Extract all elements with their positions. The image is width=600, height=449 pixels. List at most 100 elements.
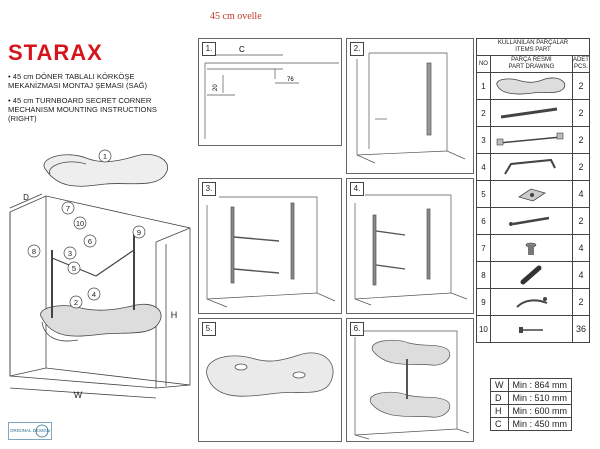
step1-dim-76: 76 bbox=[287, 77, 294, 83]
row-no: 3 bbox=[476, 126, 491, 154]
step-3-label: 3. bbox=[202, 182, 216, 196]
table-row: 8 4 bbox=[476, 261, 591, 289]
step1-dim-c: C bbox=[239, 45, 245, 54]
parts-table-title: KULLANILAN PARÇALAR ITEMS PART bbox=[476, 38, 590, 56]
table-row: 10 36 bbox=[476, 315, 591, 343]
row-no: 4 bbox=[476, 153, 491, 181]
row-qty: 4 bbox=[571, 234, 591, 262]
table-row: 2 2 bbox=[476, 99, 591, 127]
table-row: 3 2 bbox=[476, 126, 591, 154]
row-no: 6 bbox=[476, 207, 491, 235]
dim-key: W bbox=[490, 378, 509, 392]
clip-icon bbox=[489, 288, 573, 316]
step-4-label: 4. bbox=[350, 182, 364, 196]
row-no: 7 bbox=[476, 234, 491, 262]
dim-value: Min : 864 mm bbox=[507, 378, 573, 392]
step-6-panel: 6. bbox=[346, 318, 474, 442]
bushing-icon bbox=[489, 234, 573, 262]
col-qty-tr: ADET bbox=[572, 57, 589, 63]
dim-key: H bbox=[490, 404, 509, 418]
dim-key: C bbox=[490, 417, 509, 431]
callout-2: 2 bbox=[74, 298, 78, 307]
row-qty: 36 bbox=[571, 315, 591, 343]
table-row: 5 4 bbox=[476, 180, 591, 208]
top-note: 45 cm ovelle bbox=[210, 11, 262, 22]
main-assembly-drawing: 1 7 10 9 8 6 3 5 4 2 D W H bbox=[6, 140, 202, 405]
row-no: 1 bbox=[476, 72, 491, 100]
step-1-panel: 1. C 20 76 bbox=[198, 38, 342, 146]
row-qty: 2 bbox=[571, 126, 591, 154]
table-row: 1 2 bbox=[476, 72, 591, 100]
step-5-label: 5. bbox=[202, 322, 216, 336]
col-qty: ADET PCS. bbox=[571, 55, 591, 73]
table-row: 6 2 bbox=[476, 207, 591, 235]
slide-icon bbox=[489, 126, 573, 154]
callout-10: 10 bbox=[76, 219, 84, 228]
callout-3: 3 bbox=[68, 249, 72, 258]
table-row: 9 2 bbox=[476, 288, 591, 316]
step1-dim-20: 20 bbox=[213, 84, 219, 91]
brand-name: STARA bbox=[8, 40, 88, 65]
callout-8: 8 bbox=[32, 247, 36, 256]
bracket-icon bbox=[489, 180, 573, 208]
callout-5: 5 bbox=[72, 264, 76, 273]
table-row: 7 4 bbox=[476, 234, 591, 262]
dim-label-d: D bbox=[23, 193, 29, 202]
brand-logo: STARAX bbox=[8, 40, 103, 66]
step-4-panel: 4. bbox=[346, 178, 474, 314]
row-qty: 2 bbox=[571, 72, 591, 100]
row-qty: 4 bbox=[571, 180, 591, 208]
row-qty: 2 bbox=[571, 99, 591, 127]
rail-icon bbox=[489, 99, 573, 127]
parts-title-en: ITEMS PART bbox=[515, 47, 551, 53]
brand-mark: X bbox=[87, 40, 103, 65]
col-drawing-tr: PARÇA RESMİ bbox=[511, 57, 552, 63]
certification-label: ORIGINAL DESIGN bbox=[10, 428, 50, 433]
row-no: 10 bbox=[476, 315, 491, 343]
row-no: 2 bbox=[476, 99, 491, 127]
piston-icon bbox=[489, 207, 573, 235]
col-qty-en: PCS. bbox=[573, 64, 588, 70]
col-no: NO bbox=[476, 55, 491, 73]
callout-6: 6 bbox=[88, 237, 92, 246]
certification-badge: ORIGINAL DESIGN bbox=[8, 422, 52, 440]
row-no: 8 bbox=[476, 261, 491, 289]
step-2-label: 2. bbox=[350, 42, 364, 56]
col-drawing-en: PART DRAWING bbox=[508, 64, 555, 70]
screw-icon bbox=[489, 315, 573, 343]
dim-value: Min : 450 mm bbox=[507, 417, 573, 431]
step-1-label: 1. bbox=[202, 42, 216, 56]
dim-key: D bbox=[490, 391, 509, 405]
parts-table: KULLANILAN PARÇALAR ITEMS PART NO PARÇA … bbox=[476, 38, 591, 343]
dim-value: Min : 600 mm bbox=[507, 404, 573, 418]
parts-title-tr: KULLANILAN PARÇALAR bbox=[497, 40, 569, 46]
callout-1: 1 bbox=[103, 152, 107, 161]
callout-9: 9 bbox=[137, 228, 141, 237]
shelf-icon bbox=[489, 72, 573, 100]
row-qty: 2 bbox=[571, 153, 591, 181]
row-qty: 2 bbox=[571, 288, 591, 316]
step-3-panel: 3. bbox=[198, 178, 342, 314]
step-5-panel: 5. bbox=[198, 318, 342, 442]
description-tr: • 45 cm DÖNER TABLALI KÖRKÖŞE MEKANİZMAS… bbox=[8, 72, 148, 90]
col-drawing: PARÇA RESMİ PART DRAWING bbox=[489, 55, 573, 73]
dim-value: Min : 510 mm bbox=[507, 391, 573, 405]
dim-label-w: W bbox=[74, 390, 83, 400]
description-en: • 45 cm TURNBOARD SECRET CORNER MECHANIS… bbox=[8, 96, 157, 123]
row-no: 5 bbox=[476, 180, 491, 208]
row-qty: 2 bbox=[571, 207, 591, 235]
step-2-panel: 2. bbox=[346, 38, 474, 174]
table-row: 4 2 bbox=[476, 153, 591, 181]
row-qty: 4 bbox=[571, 261, 591, 289]
row-no: 9 bbox=[476, 288, 491, 316]
dim-label-h: H bbox=[171, 310, 178, 320]
callout-4: 4 bbox=[92, 290, 96, 299]
callout-7: 7 bbox=[66, 204, 70, 213]
step-6-label: 6. bbox=[350, 322, 364, 336]
pin-icon bbox=[489, 261, 573, 289]
